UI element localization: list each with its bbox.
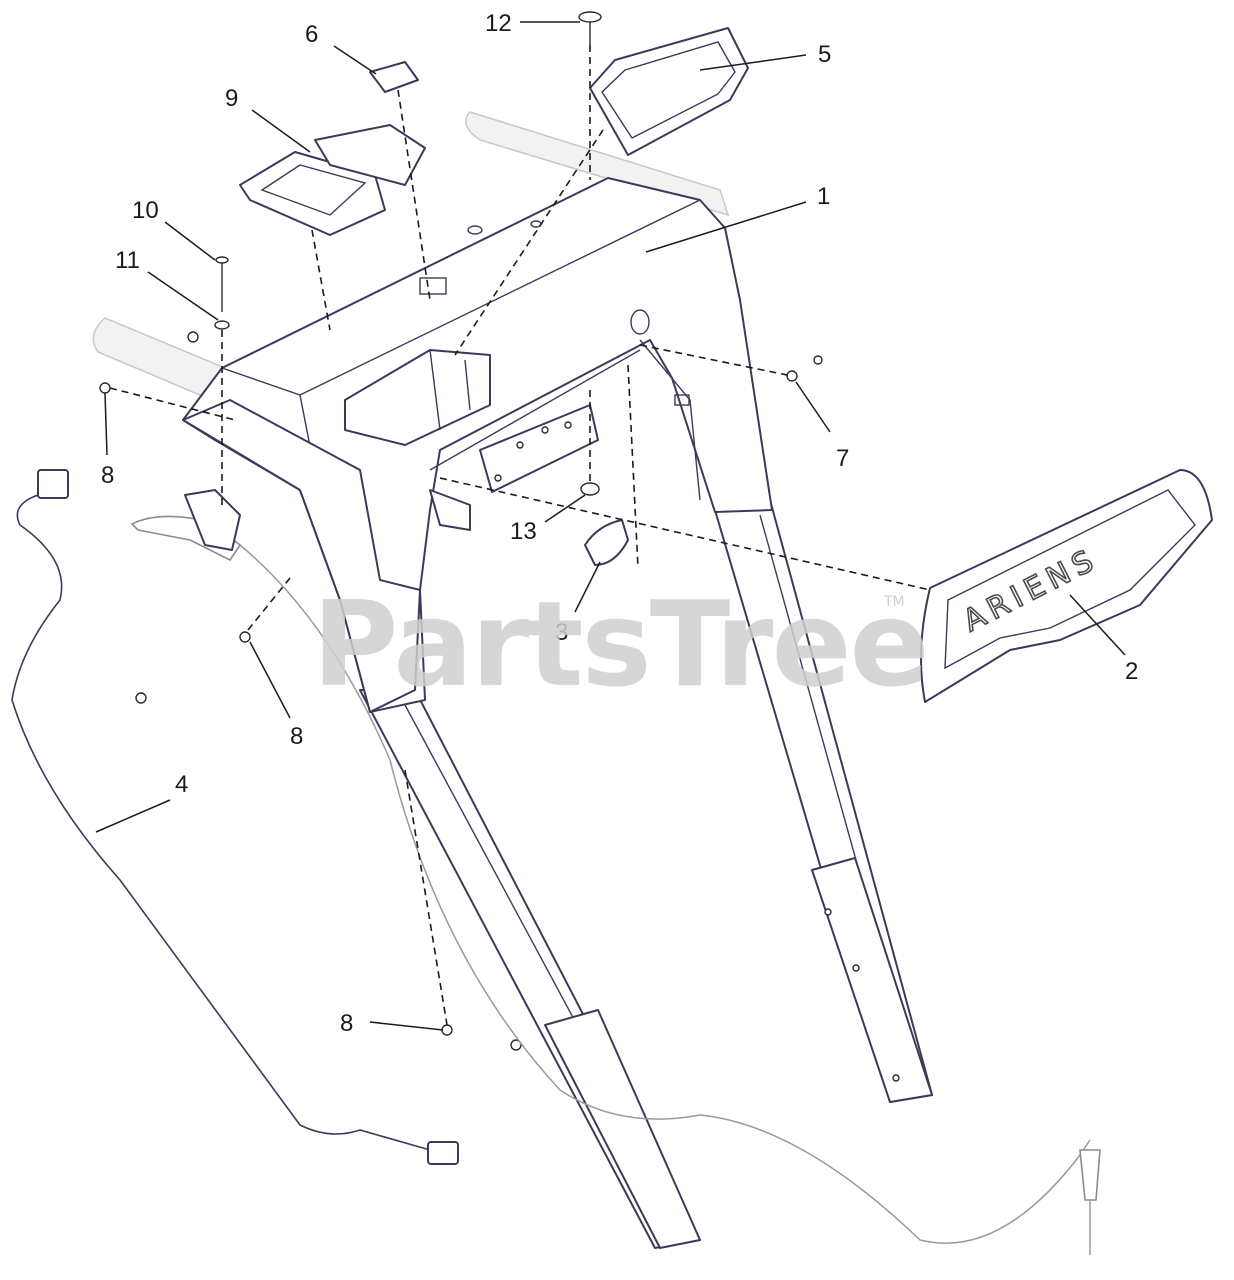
callout-8-lower: 8	[340, 1010, 353, 1037]
part-4-wire-harness	[11, 469, 459, 1165]
part-9-receptacle	[314, 124, 426, 186]
part-6-cover	[369, 61, 419, 93]
part-3-plate	[584, 519, 629, 566]
part-2-decal-panel: ARIENS	[920, 469, 1213, 703]
upper-handle-console	[182, 177, 773, 713]
watermark-trademark: TM	[883, 594, 905, 610]
callout-12: 12	[485, 10, 512, 37]
callout-13: 13	[510, 518, 537, 545]
callout-3: 3	[555, 619, 568, 646]
cable-light	[239, 544, 1101, 1255]
watermark-text: PartsTree	[312, 575, 928, 713]
leader-lines	[95, 21, 1126, 1031]
callout-4: 4	[175, 771, 188, 798]
callout-2: 2	[1125, 658, 1138, 685]
left-shroud	[182, 399, 421, 713]
control-bail	[131, 489, 241, 561]
callout-10: 10	[132, 197, 159, 224]
callout-7: 7	[836, 445, 849, 472]
callout-8-middle: 8	[290, 723, 303, 750]
part-7-nut	[786, 355, 823, 382]
part-5-light	[589, 27, 749, 156]
callout-1: 1	[817, 183, 830, 210]
part-9-bezel	[239, 151, 386, 236]
part-11-washer	[214, 320, 230, 330]
assembly-lines	[109, 45, 931, 1026]
part-13-grommet	[580, 482, 600, 496]
callout-labels: 12 6 5 9 1 10 11 8 7 13 3 2 8 4 8	[101, 10, 1138, 1037]
watermark: PartsTree TM	[312, 575, 930, 713]
callout-6: 6	[305, 21, 318, 48]
callout-5: 5	[818, 41, 831, 68]
callout-11: 11	[115, 247, 140, 274]
part-10-bolt	[215, 256, 229, 312]
mounting-bracket	[344, 349, 599, 531]
callout-9: 9	[225, 85, 238, 112]
callout-8-upper-left: 8	[101, 462, 114, 489]
left-lower-handle	[359, 689, 701, 1249]
part-12-screw	[578, 11, 602, 45]
